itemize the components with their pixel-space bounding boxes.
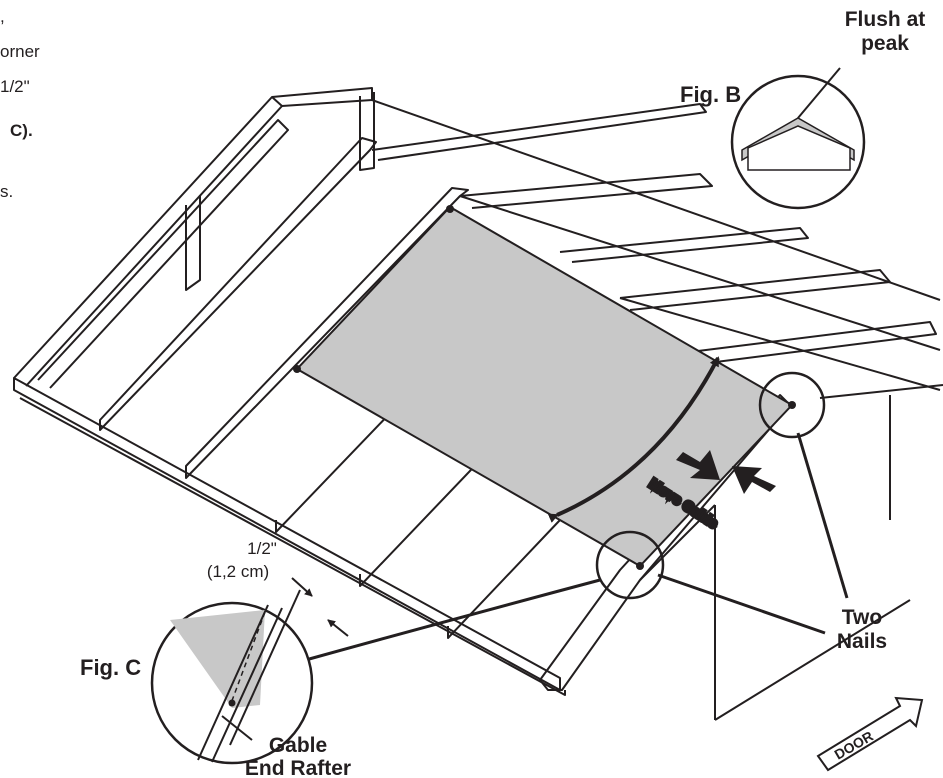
nail-highlight-circle-top [758, 371, 826, 439]
roof-frame [13, 87, 943, 721]
dim-arrow-right [327, 619, 349, 637]
fig-c-label: Fig. C [80, 655, 141, 680]
two-label: Two [842, 606, 882, 629]
nails-label: Nails [837, 630, 887, 653]
nail-right-top [788, 401, 796, 409]
move-gable-arrows [676, 450, 776, 494]
leader-two-nails-bottom [657, 573, 826, 635]
ridge-beam-3 [559, 227, 809, 263]
dim-arrow-left [291, 577, 313, 597]
back-gable-left-rafter-inner [37, 119, 289, 389]
rafter-4 [359, 449, 491, 587]
left-wall-bottom-plate [19, 397, 566, 696]
panel-swing-arrow [547, 356, 720, 523]
rafter-3 [275, 381, 421, 533]
leader-gable-end-rafter [221, 715, 253, 741]
fig-c-detail [150, 589, 314, 765]
ridge-beam-2 [459, 173, 713, 209]
instruction-line-2: orner [0, 42, 40, 61]
back-gable-left-rafter [13, 96, 283, 387]
back-gable-top-beam [271, 87, 373, 107]
rafter-1 [99, 137, 377, 431]
leader-two-nails-top [796, 432, 849, 599]
front-wall-bottom [714, 599, 911, 721]
nail-top-left [446, 205, 454, 213]
nail-left [293, 365, 301, 373]
fig-b-detail [730, 67, 866, 210]
instruction-line-1: , [0, 7, 5, 26]
door-direction-arrow: DOOR [816, 696, 924, 772]
flush-at-label: Flush at [845, 8, 926, 31]
rafter-2 [185, 187, 469, 479]
instruction-line-5: s. [0, 182, 13, 201]
right-slope-low [619, 297, 941, 391]
ridge-beam-5 [689, 321, 937, 365]
door-label: DOOR [832, 728, 876, 763]
end-rafter-label: End Rafter [245, 757, 351, 778]
rafter-5 [447, 519, 561, 639]
right-slope-mid [459, 195, 941, 351]
roof-sheathing-panel [293, 205, 796, 570]
gable-label: Gable [269, 734, 327, 757]
half-inch-label: 1/2" [247, 539, 277, 558]
ridge-beam-1 [371, 103, 707, 161]
front-gable-roof-edge [819, 384, 943, 399]
instruction-line-4: C). [10, 121, 33, 140]
nail-right-bottom [636, 562, 644, 570]
instruction-line-3: 1/2" [0, 77, 30, 96]
back-gable-king-post [359, 92, 375, 171]
right-slope-top [371, 99, 941, 301]
peak-label: peak [861, 32, 909, 55]
ridge-beam-4 [619, 269, 891, 311]
half-inch-cm-label: (1,2 cm) [207, 562, 269, 581]
back-gable-brace [185, 195, 201, 291]
nail-highlight-circle-bottom [595, 530, 665, 600]
fig-b-label: Fig. B [680, 82, 741, 107]
fig-c-connector [301, 578, 601, 663]
instruction-text-fragment: , orner 1/2" C). s. [0, 7, 40, 201]
